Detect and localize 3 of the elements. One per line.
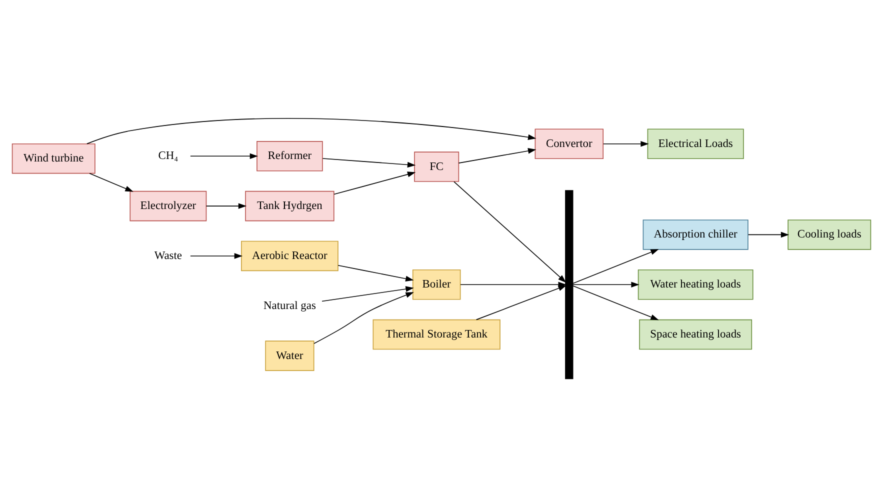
node-text: CH₄	[158, 150, 178, 162]
node-text: Natural gas	[264, 299, 316, 312]
node-text: Waste	[154, 250, 182, 262]
